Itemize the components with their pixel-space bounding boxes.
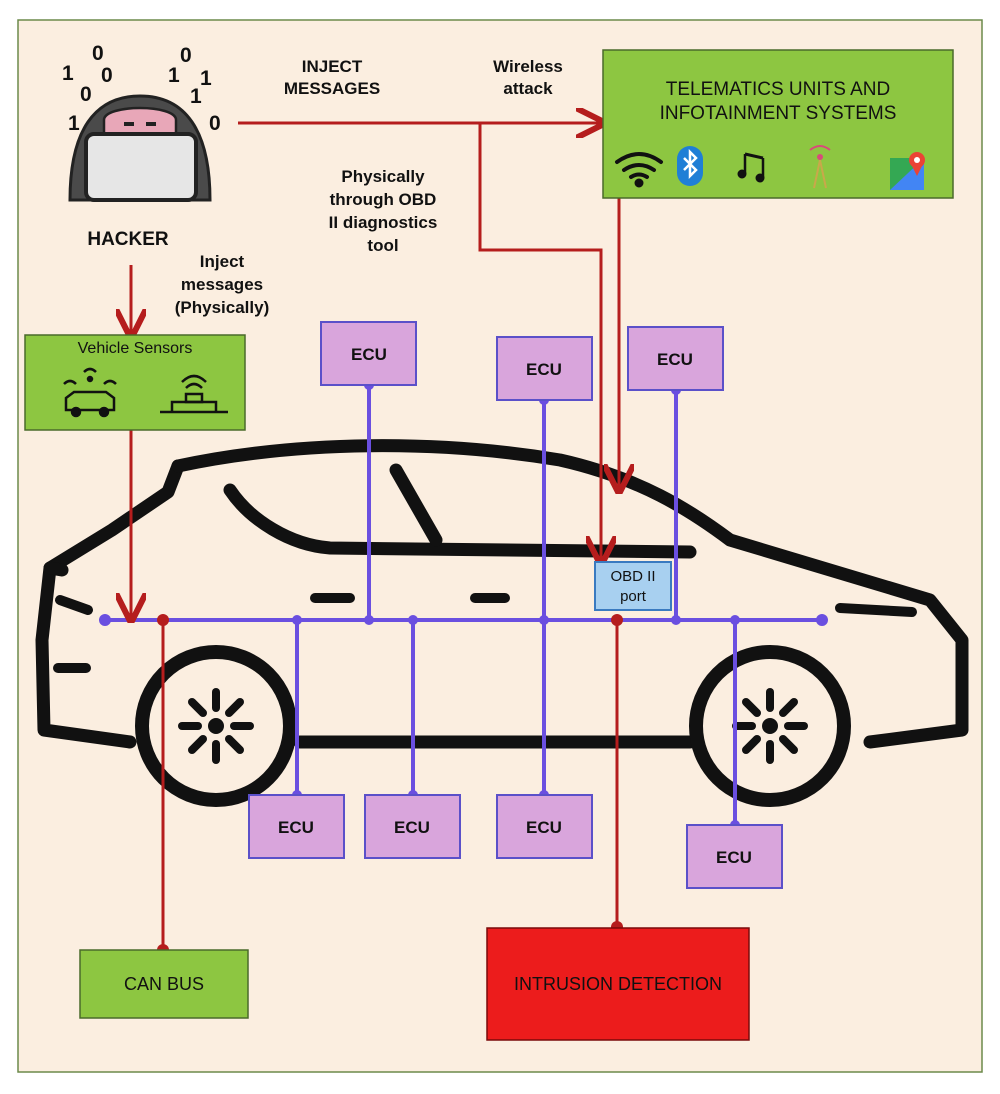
binary-digit: 0 xyxy=(209,112,221,135)
binary-digit: 1 xyxy=(190,85,202,108)
rear-wheel xyxy=(689,645,851,807)
obd-attack-label: II diagnostics xyxy=(329,213,438,232)
car-outline xyxy=(35,439,969,749)
inject-messages-label: INJECT xyxy=(302,57,363,76)
binary-digit: 1 xyxy=(168,64,180,87)
physical-inject-label: (Physically) xyxy=(175,298,270,317)
ecu-label: ECU xyxy=(351,345,387,364)
obd-port-label: port xyxy=(620,588,647,605)
binary-digit: 0 xyxy=(180,44,192,67)
front-wheel xyxy=(135,645,297,807)
ecu-label: ECU xyxy=(526,360,562,379)
physical-inject-label: messages xyxy=(181,275,263,294)
radio-tower-icon xyxy=(809,145,831,189)
obd-port-label: OBD II xyxy=(610,568,655,585)
ecu-box-top-middle: ECU xyxy=(496,336,593,401)
ecu-box-top-right: ECU xyxy=(627,326,724,391)
ecu-box-top-left: ECU xyxy=(320,321,417,386)
music-icon xyxy=(737,152,765,183)
ecu-box-bottom-1: ECU xyxy=(248,794,345,859)
telematics-title: TELEMATICS UNITS AND xyxy=(666,79,891,100)
binary-digit: 0 xyxy=(80,83,92,106)
obd-attack-label: tool xyxy=(367,236,398,255)
ecu-box-bottom-2: ECU xyxy=(364,794,461,859)
binary-digit: 0 xyxy=(92,42,104,65)
ecu-label: ECU xyxy=(526,818,562,837)
lidar-sensor-icon xyxy=(160,374,228,414)
can-bus-label: CAN BUS xyxy=(124,974,204,994)
inject-messages-label: MESSAGES xyxy=(284,79,380,98)
wifi-icon xyxy=(615,152,663,188)
attack-paths xyxy=(131,123,619,950)
ecu-label: ECU xyxy=(394,818,430,837)
obd-attack-label: Physically xyxy=(341,167,425,186)
vehicle-sensors-box: Vehicle Sensors xyxy=(24,334,246,431)
bluetooth-icon xyxy=(677,146,703,186)
binary-digit: 0 xyxy=(101,64,113,87)
wireless-attack-label: attack xyxy=(503,79,553,98)
ecu-box-bottom-4: ECU xyxy=(686,824,783,889)
binary-digits: 0 1 0 0 1 1 0 1 0 1 xyxy=(62,42,221,135)
obd-port-box: OBD II port xyxy=(594,561,672,611)
obd-attack-label: through OBD xyxy=(330,190,437,209)
intrusion-detection-box: INTRUSION DETECTION xyxy=(486,927,750,1041)
telematics-box: TELEMATICS UNITS AND INFOTAINMENT SYSTEM… xyxy=(602,49,954,199)
can-bus-box: CAN BUS xyxy=(79,949,249,1019)
binary-digit: 1 xyxy=(200,67,212,90)
telematics-title: INFOTAINMENT SYSTEMS xyxy=(660,103,897,124)
hacker-label: HACKER xyxy=(87,229,169,250)
binary-digit: 1 xyxy=(68,112,80,135)
vehicle-sensors-title: Vehicle Sensors xyxy=(78,340,193,357)
maps-icon xyxy=(890,152,925,190)
connected-car-icon xyxy=(63,367,117,418)
wireless-attack-label: Wireless xyxy=(493,57,563,76)
intrusion-detection-label: INTRUSION DETECTION xyxy=(514,974,722,994)
physical-inject-label: Inject xyxy=(200,252,245,271)
binary-digit: 1 xyxy=(62,62,74,85)
ecu-box-bottom-3: ECU xyxy=(496,794,593,859)
ecu-label: ECU xyxy=(657,350,693,369)
can-bus-network xyxy=(105,385,822,825)
ecu-label: ECU xyxy=(716,848,752,867)
hacker-icon xyxy=(68,94,212,202)
ecu-label: ECU xyxy=(278,818,314,837)
